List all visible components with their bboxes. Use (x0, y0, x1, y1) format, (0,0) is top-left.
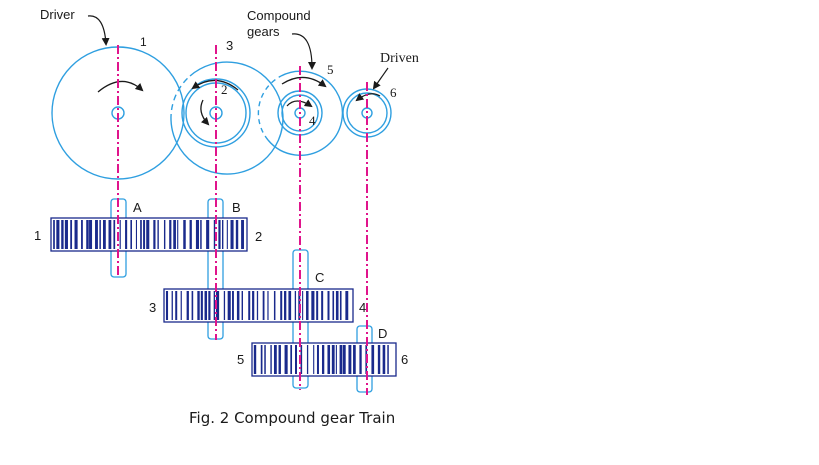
gear-3-number: 3 (226, 38, 233, 53)
shaft-b-label: B (232, 200, 241, 215)
compound-gears-leader-arrow (291, 33, 316, 70)
gear-5-rotation-arrow (281, 76, 327, 88)
gear-3-pitch-circle (170, 61, 284, 175)
compound-label-line1: Compound (247, 8, 311, 23)
figure-caption: Fig. 2 Compound gear Train (189, 409, 395, 427)
driver-label: Driver (40, 7, 75, 22)
side-view-2-label: 2 (255, 229, 262, 244)
gear-3-hidden-arc (170, 75, 191, 121)
gear-2-number: 2 (221, 82, 228, 97)
gear-6-rotation-arrow (355, 93, 381, 102)
side-view-5-label: 5 (237, 352, 244, 367)
side-view-4-label: 4 (359, 300, 366, 315)
driven-leader-arrow (372, 67, 389, 90)
shaft-c-label: C (315, 270, 324, 285)
gear-2-rotation-arrow (200, 99, 210, 126)
gear-4-rotation-arrow (286, 99, 313, 108)
gear-1-rotation-arrow (97, 80, 144, 93)
gear-6-number: 6 (390, 85, 397, 100)
gear-4-number: 4 (309, 113, 316, 128)
side-view-3-label: 3 (149, 300, 156, 315)
gear-1-number: 1 (140, 35, 147, 49)
gear-circles-front-view (51, 46, 392, 180)
shaft-d-label: D (378, 326, 387, 341)
label-leaders (87, 15, 389, 90)
driver-leader-arrow (87, 15, 110, 46)
gear-5-hidden-arc (257, 75, 282, 141)
text-labels: Driver Compound gears Driven 1 3 2 5 4 6… (34, 7, 419, 367)
gear-5-number: 5 (327, 62, 334, 77)
gear-teeth-lines (53, 220, 389, 374)
side-view-6-label: 6 (401, 352, 408, 367)
rotation-arrows (97, 76, 381, 126)
shaft-centerlines (117, 45, 368, 395)
compound-label-line2: gears (247, 24, 280, 39)
side-view-1-label: 1 (34, 228, 41, 243)
gear-5-pitch-circle (267, 70, 344, 156)
shaft-a-label: A (133, 200, 142, 215)
driven-label: Driven (380, 51, 419, 66)
